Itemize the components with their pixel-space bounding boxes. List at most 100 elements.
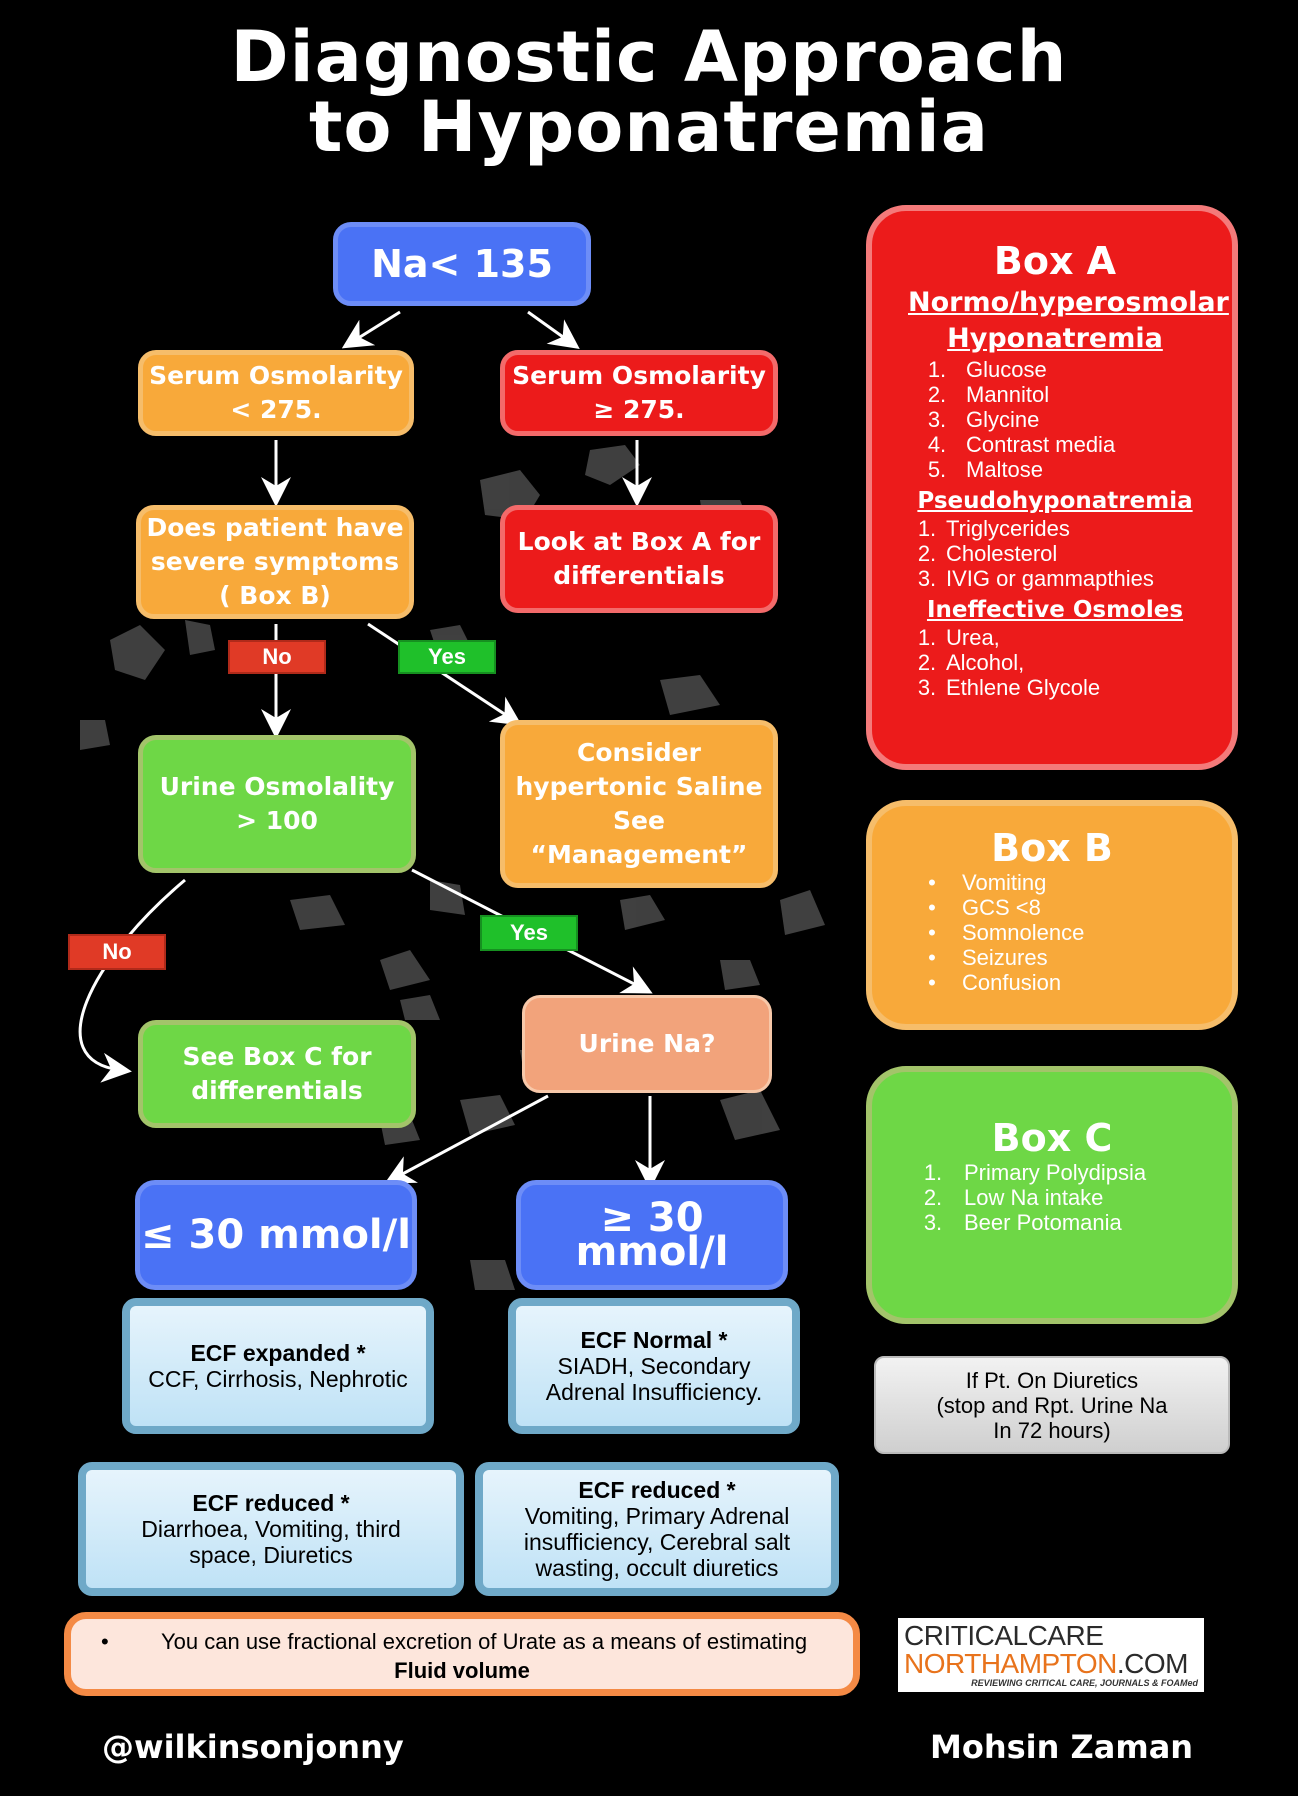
node-look-box-a-line1: Look at Box A for — [517, 527, 761, 556]
box-a-list1: 1.Glucose 2.Mannitol 3.Glycine 4.Contras… — [908, 357, 1202, 482]
ecf-reduced-1-body-1: Diarrhoea, Vomiting, third — [141, 1516, 401, 1542]
node-ge30: ≥ 30 mmol/l — [516, 1180, 788, 1290]
node-see-box-c-line1: See Box C for — [182, 1042, 372, 1071]
node-serum-high-line1: Serum Osmolarity — [512, 361, 766, 390]
node-ecf-normal: ECF Normal * SIADH, Secondary Adrenal In… — [508, 1298, 800, 1434]
ecf-reduced-1-head: ECF reduced * — [192, 1490, 350, 1516]
box-a-title: Box A — [993, 239, 1117, 283]
node-consider-line2: hypertonic Saline — [515, 772, 763, 801]
ecf-normal-body-1: SIADH, Secondary — [557, 1353, 751, 1379]
node-symptoms-line3: ( Box B) — [219, 581, 331, 610]
node-urine-na-text: Urine Na? — [578, 1029, 716, 1058]
node-consider-line3: See “Management” — [530, 806, 748, 869]
node-symptoms-line1: Does patient have — [146, 513, 404, 542]
list-item: 3.Beer Potomania — [923, 1210, 1122, 1235]
list-item: 1.Triglycerides — [917, 516, 1070, 541]
note-bullet: • — [101, 1629, 109, 1654]
list-item: 3.IVIG or gammapthies — [917, 566, 1154, 591]
label-yes-2: Yes — [480, 915, 578, 951]
list-item: 3.Ethlene Glycole — [917, 675, 1101, 700]
node-serum-low-line1: Serum Osmolarity — [149, 361, 403, 390]
label-no-2: No — [68, 934, 166, 970]
node-ecf-reduced-2: ECF reduced * Vomiting, Primary Adrenal … — [475, 1462, 839, 1596]
note-line-1: You can use fractional excretion of Urat… — [161, 1629, 808, 1654]
list-item: 2.Alcohol, — [917, 650, 1025, 675]
node-look-box-a-line2: differentials — [553, 561, 725, 590]
ecf-reduced-2-body-3: wasting, occult diuretics — [535, 1555, 779, 1581]
diuretics-note-line2: (stop and Rpt. Urine Na — [936, 1392, 1168, 1418]
list-item: •Confusion — [928, 970, 1062, 995]
diuretics-note-line1: If Pt. On Diuretics — [965, 1367, 1139, 1393]
note-line-2: Fluid volume — [394, 1658, 530, 1683]
node-serum-high-line2: ≥ 275. — [593, 395, 685, 424]
title-line-1: Diagnostic Approach — [230, 16, 1068, 98]
ecf-normal-head: ECF Normal * — [580, 1327, 728, 1353]
logo-line1: CRITICALCARE — [904, 1620, 1104, 1651]
node-consider: Consider hypertonic Saline See “Manageme… — [500, 720, 778, 888]
node-consider-line1: Consider — [577, 738, 701, 767]
box-b-list: •Vomiting •GCS <8 •Somnolence •Seizures … — [902, 870, 1202, 995]
list-item: 2.Cholesterol — [917, 541, 1058, 566]
ecf-expanded-head: ECF expanded * — [190, 1340, 366, 1366]
list-item: •GCS <8 — [928, 895, 1041, 920]
node-symptoms: Does patient have severe symptoms ( Box … — [136, 505, 414, 619]
node-see-box-c: See Box C for differentials — [138, 1020, 416, 1128]
box-a-list2: 1.Triglycerides 2.Cholesterol 3.IVIG or … — [908, 516, 1202, 591]
node-le30: ≤ 30 mmol/l — [135, 1180, 417, 1290]
logo-line2: NORTHAMPTON.COM — [904, 1650, 1198, 1678]
ecf-expanded-body: CCF, Cirrhosis, Nephrotic — [148, 1366, 408, 1392]
footer-handle: @wilkinsonjonny — [102, 1728, 404, 1766]
list-item: •Seizures — [928, 945, 1048, 970]
box-c-list: 1.Primary Polydipsia 2.Low Na intake 3.B… — [902, 1160, 1202, 1235]
node-serum-low-line2: < 275. — [230, 395, 322, 424]
note-fractional-excretion: • You can use fractional excretion of Ur… — [64, 1612, 860, 1696]
box-a-sub1-line1: Normo/hyperosmolar — [908, 287, 1229, 318]
node-see-box-c-line2: differentials — [191, 1076, 363, 1105]
box-b: Box B •Vomiting •GCS <8 •Somnolence •Sei… — [866, 800, 1238, 1030]
ecf-reduced-1-body-2: space, Diuretics — [189, 1542, 353, 1568]
box-a-sub3: Ineffective Osmoles — [926, 597, 1184, 623]
list-item: 5.Maltose — [927, 457, 1044, 482]
box-a-sub1-line2: Hyponatremia — [947, 323, 1163, 354]
node-ecf-expanded: ECF expanded * CCF, Cirrhosis, Nephrotic — [122, 1298, 434, 1434]
list-item: •Somnolence — [928, 920, 1085, 945]
logo-criticalcare: CRITICALCARE NORTHAMPTON.COM REVIEWING C… — [898, 1618, 1204, 1692]
node-na: Na< 135 — [333, 222, 591, 306]
list-item: 2.Low Na intake — [923, 1185, 1104, 1210]
box-c-title: Box C — [991, 1116, 1113, 1160]
node-urine-na: Urine Na? — [522, 995, 772, 1093]
logo-line2-b: .COM — [1116, 1648, 1189, 1679]
diuretics-note-line3: In 72 hours) — [993, 1417, 1111, 1443]
title-line-2: to Hyponatremia — [308, 86, 990, 168]
node-urine-osm: Urine Osmolality > 100 — [138, 735, 416, 873]
node-serum-high: Serum Osmolarity ≥ 275. — [500, 350, 778, 436]
logo-tagline: REVIEWING CRITICAL CARE, JOURNALS & FOAM… — [971, 1678, 1198, 1688]
list-item: 1.Urea, — [917, 625, 1000, 650]
list-item: •Vomiting — [928, 870, 1047, 895]
node-ecf-reduced-1: ECF reduced * Diarrhoea, Vomiting, third… — [78, 1462, 464, 1596]
node-na-text: Na< 135 — [371, 242, 553, 286]
node-urine-osm-line2: > 100 — [236, 806, 318, 835]
box-b-title: Box B — [991, 826, 1113, 870]
node-look-box-a: Look at Box A for differentials — [500, 505, 778, 613]
node-serum-low: Serum Osmolarity < 275. — [138, 350, 414, 436]
ecf-reduced-2-head: ECF reduced * — [578, 1477, 736, 1503]
list-item: 1.Primary Polydipsia — [923, 1160, 1147, 1185]
box-a: Box A Normo/hyperosmolar Hyponatremia 1.… — [866, 205, 1238, 770]
box-c: Box C 1.Primary Polydipsia 2.Low Na inta… — [866, 1066, 1238, 1324]
box-a-sub2: Pseudohyponatremia — [917, 488, 1193, 514]
node-ge30-text: ≥ 30 mmol/l — [575, 1195, 729, 1275]
list-item: 2.Mannitol — [927, 382, 1050, 407]
footer-author: Mohsin Zaman — [930, 1728, 1194, 1766]
page-title: Diagnostic Approach to Hyponatremia — [0, 22, 1298, 162]
label-no-1: No — [228, 640, 326, 674]
logo-line2-a: NORTHAMPTON — [904, 1648, 1117, 1679]
node-symptoms-line2: severe symptoms — [150, 547, 400, 576]
ecf-reduced-2-body-1: Vomiting, Primary Adrenal — [524, 1503, 790, 1529]
box-a-list3: 1.Urea, 2.Alcohol, 3.Ethlene Glycole — [908, 625, 1202, 700]
ecf-reduced-2-body-2: insufficiency, Cerebral salt — [523, 1529, 791, 1555]
ecf-normal-body-2: Adrenal Insufficiency. — [545, 1379, 763, 1405]
diuretics-note: If Pt. On Diuretics (stop and Rpt. Urine… — [874, 1356, 1230, 1454]
list-item: 1.Glucose — [927, 357, 1047, 382]
list-item: 3.Glycine — [927, 407, 1040, 432]
